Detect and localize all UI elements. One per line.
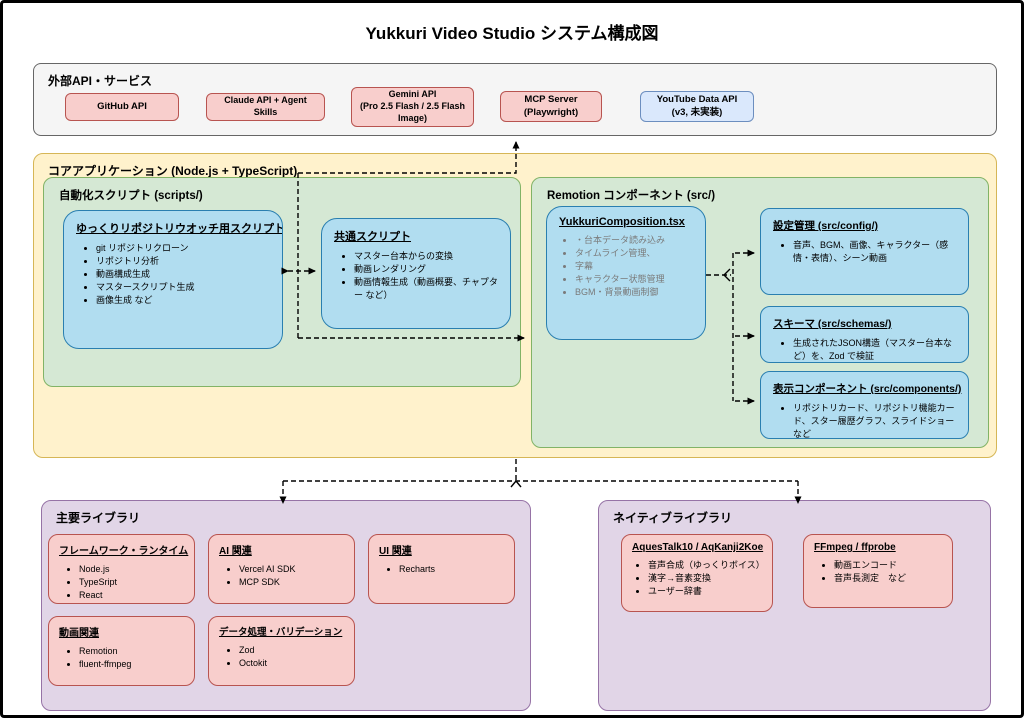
ffmpeg-title: FFmpeg / ffprobe	[814, 542, 896, 553]
bullet-item: TypeSript	[79, 576, 184, 589]
gemini-api-label: Gemini API	[388, 89, 437, 100]
external-api-section-label: 外部API・サービス	[48, 74, 153, 88]
bullet-item: 動画情報生成（動画概要、チャプター など）	[354, 276, 498, 302]
bullet-item: 画像生成 など	[96, 294, 270, 307]
ai-related-box: AI 関連 Vercel AI SDKMCP SDK	[208, 534, 355, 604]
yukkuri-composition-box: YukkuriComposition.tsx ・台本データ読み込みタイムライン管…	[546, 206, 706, 340]
data-validation-title: データ処理・バリデーション	[219, 627, 343, 638]
page-title: Yukkuri Video Studio システム構成図	[365, 24, 659, 43]
ffmpeg-list: 動画エンコード音声長測定 など	[814, 559, 942, 585]
bullet-item: React	[79, 589, 184, 602]
bullet-item: 動画構成生成	[96, 268, 270, 281]
repo-watch-script-box: ゆっくりリポジトリウオッチ用スクリプト git リポジトリクローンリポジトリ分析…	[63, 210, 283, 349]
schema-list: 生成されたJSON構造（マスター台本など）を、Zod で検証	[773, 337, 956, 362]
data-validation-list: ZodOctokit	[219, 644, 344, 670]
bullet-item: タイムライン管理、	[575, 247, 693, 260]
framework-runtime-box: フレームワーク・ランタイム Node.jsTypeSriptReact	[48, 534, 195, 604]
schema-title: スキーマ (src/schemas/)	[773, 318, 892, 330]
common-scripts-box: 共通スクリプト マスター台本からの変換動画レンダリング動画情報生成（動画概要、チ…	[321, 218, 511, 329]
claude-api-box: Claude API + Agent Skills	[206, 93, 325, 121]
ffmpeg-box: FFmpeg / ffprobe 動画エンコード音声長測定 など	[803, 534, 953, 608]
main-libraries-label: 主要ライブラリ	[56, 511, 141, 525]
aquestalk-title: AquesTalk10 / AqKanji2Koe	[632, 542, 764, 553]
youtube-api-sublabel: (v3, 未実装)	[671, 106, 723, 118]
aquestalk-list: 音声合成（ゆっくりボイス）漢字→音素変換ユーザー辞書	[632, 559, 765, 598]
ui-related-title: UI 関連	[379, 546, 412, 557]
bullet-item: リポジトリ分析	[96, 255, 270, 268]
display-components-box: 表示コンポーネント (src/components/) リポジトリカード、リポジ…	[760, 371, 969, 439]
ui-related-box: UI 関連 Recharts	[368, 534, 515, 604]
bullet-item: 動画エンコード	[834, 559, 942, 572]
bullet-item: fluent-ffmpeg	[79, 658, 184, 671]
bullet-item: マスタースクリプト生成	[96, 281, 270, 294]
bullet-item: ユーザー辞書	[648, 585, 762, 598]
config-management-list: 音声、BGM、画像、キャラクター（感情・表情）、シーン動画	[773, 239, 956, 265]
bullet-item: Octokit	[239, 657, 344, 670]
ai-related-title: AI 関連	[219, 546, 252, 557]
mcp-server-label: MCP Server	[524, 94, 578, 106]
schema-box: スキーマ (src/schemas/) 生成されたJSON構造（マスター台本など…	[760, 306, 969, 363]
mcp-server-sublabel: (Playwright)	[523, 106, 579, 118]
data-validation-box: データ処理・バリデーション ZodOctokit	[208, 616, 355, 686]
bullet-item: リポジトリカード、リポジトリ機能カード、スター履歴グラフ、スライドショーなど	[793, 402, 956, 438]
gemini-api-box: Gemini API (Pro 2.5 Flash / 2.5 Flash Im…	[351, 87, 474, 127]
yukkuri-composition-title: YukkuriComposition.tsx	[559, 216, 685, 228]
bullet-item: Remotion	[79, 645, 184, 658]
bullet-item: 動画レンダリング	[354, 263, 498, 276]
ui-related-list: Recharts	[379, 563, 504, 576]
common-scripts-title: 共通スクリプト	[334, 231, 411, 243]
bullet-item: BGM・背景動画制御	[575, 286, 693, 299]
bullet-item: MCP SDK	[239, 576, 344, 589]
video-related-box: 動画関連 Remotionfluent-ffmpeg	[48, 616, 195, 686]
display-components-title: 表示コンポーネント (src/components/)	[773, 383, 962, 395]
aquestalk-box: AquesTalk10 / AqKanji2Koe 音声合成（ゆっくりボイス）漢…	[621, 534, 773, 612]
repo-watch-script-title: ゆっくりリポジトリウオッチ用スクリプト	[76, 223, 283, 235]
bullet-item: 漢字→音素変換	[648, 572, 762, 585]
gemini-api-sublabel: (Pro 2.5 Flash / 2.5 Flash Image)	[359, 101, 466, 123]
bullet-item: 音声合成（ゆっくりボイス）	[648, 559, 765, 572]
youtube-api-label: YouTube Data API	[656, 94, 738, 106]
native-libraries-label: ネイティブライブラリ	[613, 511, 733, 525]
repo-watch-script-list: git リポジトリクローンリポジトリ分析動画構成生成マスタースクリプト生成画像生…	[76, 242, 270, 307]
github-api-box: GitHub API	[65, 93, 179, 121]
bullet-item: 音声長測定 など	[834, 572, 942, 585]
video-related-title: 動画関連	[59, 628, 99, 639]
bullet-item: マスター台本からの変換	[354, 250, 498, 263]
core-application-label: コアアプリケーション (Node.js + TypeScript)	[48, 164, 298, 178]
bullet-item: Zod	[239, 644, 344, 657]
bullet-item: Recharts	[399, 563, 504, 576]
bullet-item: 生成されたJSON構造（マスター台本など）を、Zod で検証	[793, 337, 956, 362]
yukkuri-composition-list: ・台本データ読み込みタイムライン管理、字幕キャラクター状態管理BGM・背景動画制…	[559, 234, 693, 299]
remotion-components-label: Remotion コンポーネント (src/)	[547, 190, 716, 202]
bullet-item: 音声、BGM、画像、キャラクター（感情・表情）、シーン動画	[793, 239, 956, 265]
youtube-api-box: YouTube Data API (v3, 未実装)	[640, 91, 754, 122]
bullet-item: Vercel AI SDK	[239, 563, 344, 576]
mcp-server-box: MCP Server (Playwright)	[500, 91, 602, 122]
github-api-label: GitHub API	[97, 100, 147, 112]
common-scripts-list: マスター台本からの変換動画レンダリング動画情報生成（動画概要、チャプター など）	[334, 250, 498, 302]
automation-scripts-label: 自動化スクリプト (scripts/)	[59, 190, 203, 202]
config-management-box: 設定管理 (src/config/) 音声、BGM、画像、キャラクター（感情・表…	[760, 208, 969, 295]
bullet-item: git リポジトリクローン	[96, 242, 270, 255]
framework-runtime-title: フレームワーク・ランタイム	[59, 546, 189, 557]
video-related-list: Remotionfluent-ffmpeg	[59, 645, 184, 671]
framework-runtime-list: Node.jsTypeSriptReact	[59, 563, 184, 602]
config-management-title: 設定管理 (src/config/)	[773, 220, 879, 232]
claude-api-label: Claude API + Agent Skills	[224, 95, 307, 117]
bullet-item: ・台本データ読み込み	[575, 234, 693, 247]
bullet-item: 字幕	[575, 260, 693, 273]
bullet-item: キャラクター状態管理	[575, 273, 693, 286]
ai-related-list: Vercel AI SDKMCP SDK	[219, 563, 344, 589]
bullet-item: Node.js	[79, 563, 184, 576]
display-components-list: リポジトリカード、リポジトリ機能カード、スター履歴グラフ、スライドショーなど	[773, 402, 956, 438]
caret-libraries-split	[510, 479, 522, 488]
